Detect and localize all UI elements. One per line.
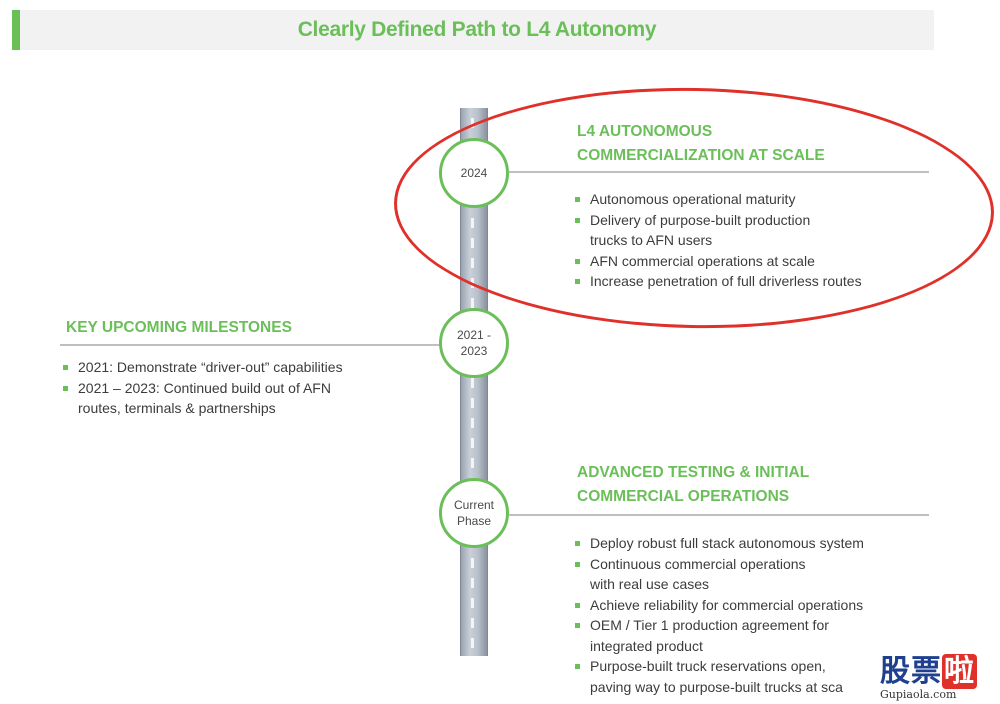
watermark-url: Gupiaola.com <box>880 688 957 701</box>
heading-advanced-testing: ADVANCED TESTING & INITIAL COMMERCIAL OP… <box>577 461 809 509</box>
heading-key-milestones: KEY UPCOMING MILESTONES <box>66 316 292 340</box>
bullet-list-2024: Autonomous operational maturity Delivery… <box>572 189 862 292</box>
page-title: Clearly Defined Path to L4 Autonomy <box>297 18 657 41</box>
list-item: Purpose-built truck reservations open,pa… <box>572 656 864 697</box>
title-bar: Clearly Defined Path to L4 Autonomy <box>12 10 934 50</box>
connector-middle <box>60 344 440 346</box>
bullet-list-milestones: 2021: Demonstrate “driver-out” capabilit… <box>60 357 343 419</box>
list-item: Achieve reliability for commercial opera… <box>572 595 864 616</box>
heading-line: L4 AUTONOMOUS <box>577 123 713 140</box>
heading-line: ADVANCED TESTING & INITIAL <box>577 464 810 481</box>
list-item: Increase penetration of full driverless … <box>572 271 862 292</box>
watermark-text: 股票啦 <box>880 654 977 689</box>
list-item: Autonomous operational maturity <box>572 189 862 210</box>
timeline-node-current-phase: Current Phase <box>439 478 509 548</box>
heading-l4-commercialization: L4 AUTONOMOUS COMMERCIALIZATION AT SCALE <box>577 120 825 168</box>
road-lane-marking <box>471 118 474 648</box>
bullet-list-current-phase: Deploy robust full stack autonomous syst… <box>572 533 864 697</box>
list-item: 2021: Demonstrate “driver-out” capabilit… <box>60 357 343 378</box>
connector-top <box>509 171 929 173</box>
node-label-2024: 2024 <box>460 165 488 180</box>
list-item: AFN commercial operations at scale <box>572 251 862 272</box>
heading-line: COMMERCIALIZATION AT SCALE <box>577 147 825 164</box>
list-item: Deploy robust full stack autonomous syst… <box>572 533 864 554</box>
heading-line: COMMERCIAL OPERATIONS <box>577 488 790 505</box>
node-label-2021-2023: 2021 - 2023 <box>456 327 492 358</box>
connector-bottom <box>509 514 929 516</box>
heading-line: KEY UPCOMING MILESTONES <box>66 319 292 336</box>
node-label-current-phase: Current Phase <box>453 497 494 528</box>
watermark-logo: 股票啦 Gupiaola.com <box>880 646 996 701</box>
timeline-node-2024: 2024 <box>439 138 509 208</box>
timeline-node-2021-2023: 2021 - 2023 <box>439 308 509 378</box>
